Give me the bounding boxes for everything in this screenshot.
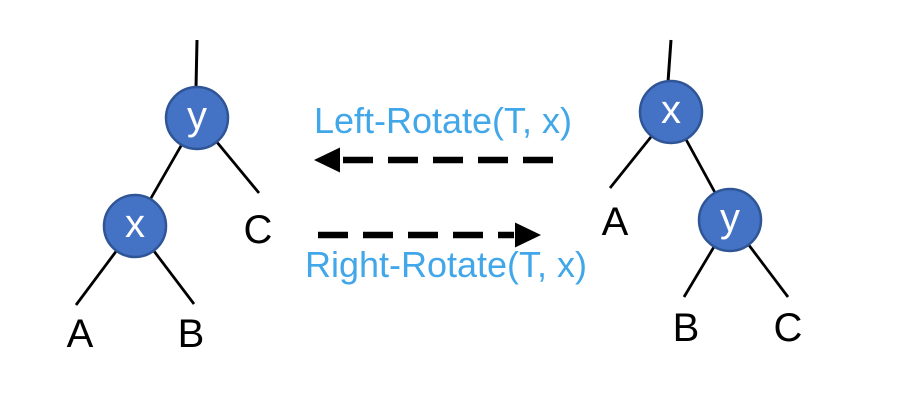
right-tree-node-x-circle (638, 79, 704, 145)
right-tree-leaf-a: A (602, 200, 629, 244)
left-tree-node-y-circle (164, 85, 230, 151)
left-tree-node-x-circle (102, 193, 168, 259)
right-tree-leaf-b: B (673, 306, 700, 350)
rotation-arrows: Left-Rotate(T, x) Right-Rotate(T, x) (305, 100, 587, 285)
left-tree-node-y-label: y (187, 94, 207, 138)
right-tree: x y A B C (602, 39, 803, 350)
right-tree-node-y-circle (697, 187, 763, 253)
right-tree-parent-stub (666, 39, 673, 83)
right-rotate-arrow (318, 222, 541, 248)
left-tree: y x A B C (67, 39, 273, 356)
right-arrowhead-icon (515, 222, 541, 248)
left-tree-leaf-b: B (178, 312, 205, 356)
left-tree-node-x-label: x (125, 202, 145, 246)
left-tree-leaf-c: C (244, 208, 273, 252)
right-tree-leaf-c: C (774, 306, 803, 350)
left-rotate-arrow (314, 147, 553, 173)
right-rotate-label: Right-Rotate(T, x) (305, 244, 587, 285)
right-tree-node-y-label: y (720, 196, 740, 240)
right-tree-node-x-label: x (661, 88, 681, 132)
left-tree-parent-stub (194, 39, 199, 89)
left-tree-leaf-a: A (67, 312, 94, 356)
left-arrowhead-icon (314, 147, 340, 173)
left-rotate-label: Left-Rotate(T, x) (314, 100, 572, 141)
